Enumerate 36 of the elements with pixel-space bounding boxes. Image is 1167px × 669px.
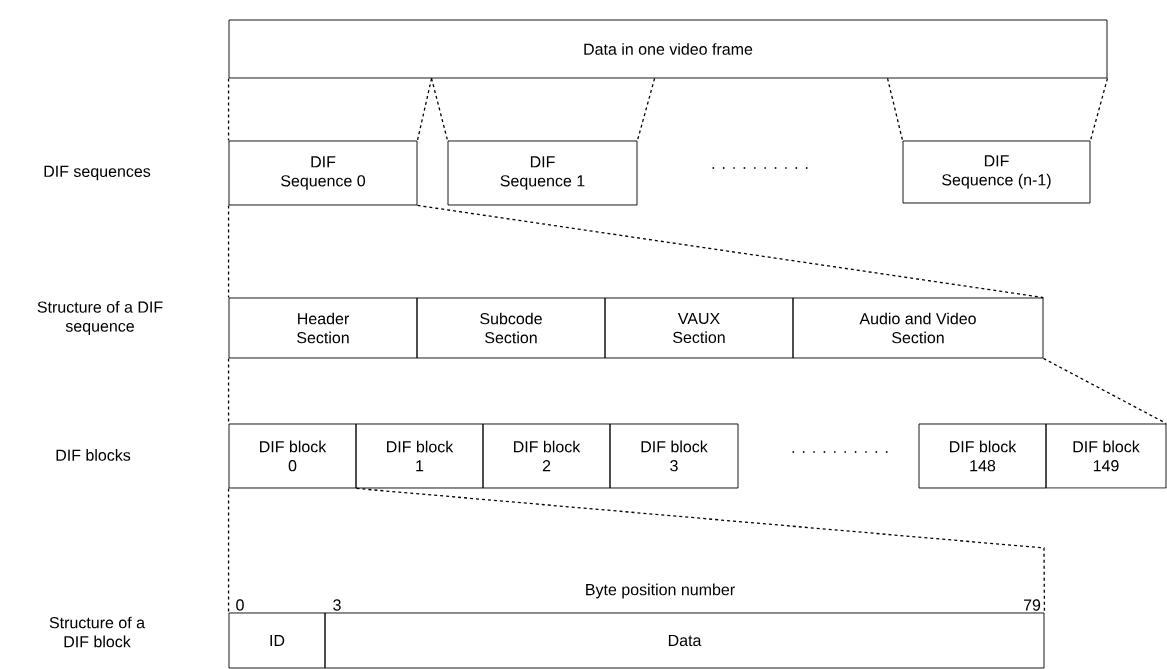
zoom-line [355, 487, 1046, 614]
zoom-line [430, 77, 449, 142]
byte-number: 3 [333, 599, 341, 611]
sequence-box: DIF Sequence 1 [447, 140, 638, 206]
byte-number: 79 [1023, 599, 1041, 611]
block-box: DIF block 3 [609, 423, 739, 489]
section-box: Subcode Section [416, 297, 606, 359]
block-box: DIF block 0 [228, 423, 357, 489]
section-box: Header Section [228, 297, 418, 359]
block-box: DIF block 1 [355, 423, 484, 489]
zoom-line [886, 77, 904, 142]
sequence-box: DIF Sequence 0 [228, 140, 418, 206]
row-label: Structure of a DIF block [49, 616, 145, 648]
block-box: DIF block 2 [482, 423, 611, 489]
field-box: Data [324, 612, 1045, 669]
zoom-line [1089, 77, 1109, 142]
zoom-line [1042, 357, 1167, 425]
row-label: Structure of a DIF sequence [37, 301, 163, 335]
section-box: VAUX Section [604, 297, 794, 359]
zoom-line [416, 204, 1045, 299]
block-box: DIF block 149 [1045, 423, 1167, 489]
zoom-line [227, 77, 230, 142]
block-box: DIF block 148 [918, 423, 1047, 489]
zoom-line [416, 77, 433, 142]
frame-box: Data in one video frame [228, 19, 1108, 79]
row-label: DIF sequences [44, 165, 151, 181]
field-box: ID [228, 612, 326, 669]
zoom-line [636, 77, 656, 142]
ellipsis-dots: . . . . . . . . . . [792, 451, 888, 453]
row-label: DIF blocks [56, 449, 131, 461]
byte-number: 0 [236, 599, 244, 611]
zoom-line [227, 487, 230, 614]
ellipsis-dots: . . . . . . . . . . [712, 167, 808, 169]
section-box: Audio and Video Section [792, 297, 1044, 359]
zoom-line [227, 204, 230, 299]
sequence-box: DIF Sequence (n-1) [902, 140, 1091, 204]
